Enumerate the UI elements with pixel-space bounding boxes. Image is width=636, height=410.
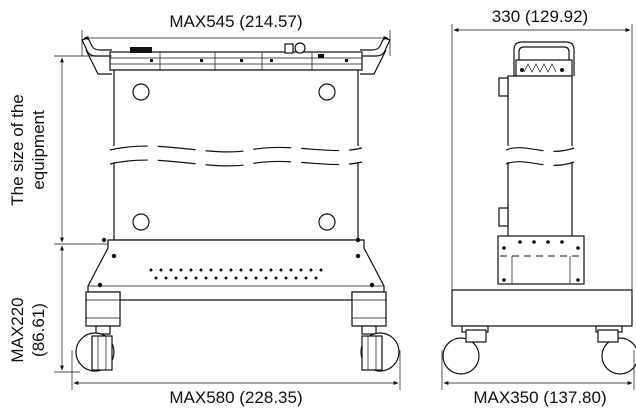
side-bottom-dimension xyxy=(441,350,635,390)
side-width-top-label: 330 (129.92) xyxy=(492,7,588,26)
cart-height-dimension xyxy=(54,245,80,373)
equipment-size-label-line2: equipment xyxy=(29,110,48,190)
front-vent-holes xyxy=(149,268,323,280)
equipment-height-dimension xyxy=(54,55,112,245)
front-view: MAX545 (214.57) xyxy=(8,12,401,407)
front-handles xyxy=(81,37,391,75)
side-casters xyxy=(442,329,636,375)
side-top-dimension xyxy=(451,24,633,290)
side-equipment-body xyxy=(495,75,585,241)
front-width-top-label: MAX545 (214.57) xyxy=(169,12,302,31)
front-left-caster xyxy=(75,291,121,372)
side-mount-bracket xyxy=(497,235,585,285)
cart-height-label-line1: MAX220 xyxy=(8,297,27,362)
front-right-caster xyxy=(351,291,400,372)
side-cart-base xyxy=(451,289,633,333)
front-top-dimension xyxy=(81,30,391,56)
equipment-size-label-line1: The size of the xyxy=(8,94,27,206)
front-bottom-dimension xyxy=(71,350,401,390)
front-control-panel xyxy=(109,42,363,71)
front-width-bottom-label: MAX580 (228.35) xyxy=(169,388,302,407)
front-cart-frame xyxy=(87,237,385,301)
side-handle xyxy=(513,41,575,77)
side-view: 330 (129.92) xyxy=(441,7,636,407)
side-width-bottom-label: MAX350 (137.80) xyxy=(473,388,606,407)
cart-height-label-line2: (86.61) xyxy=(29,303,48,357)
front-equipment-body xyxy=(100,69,370,241)
